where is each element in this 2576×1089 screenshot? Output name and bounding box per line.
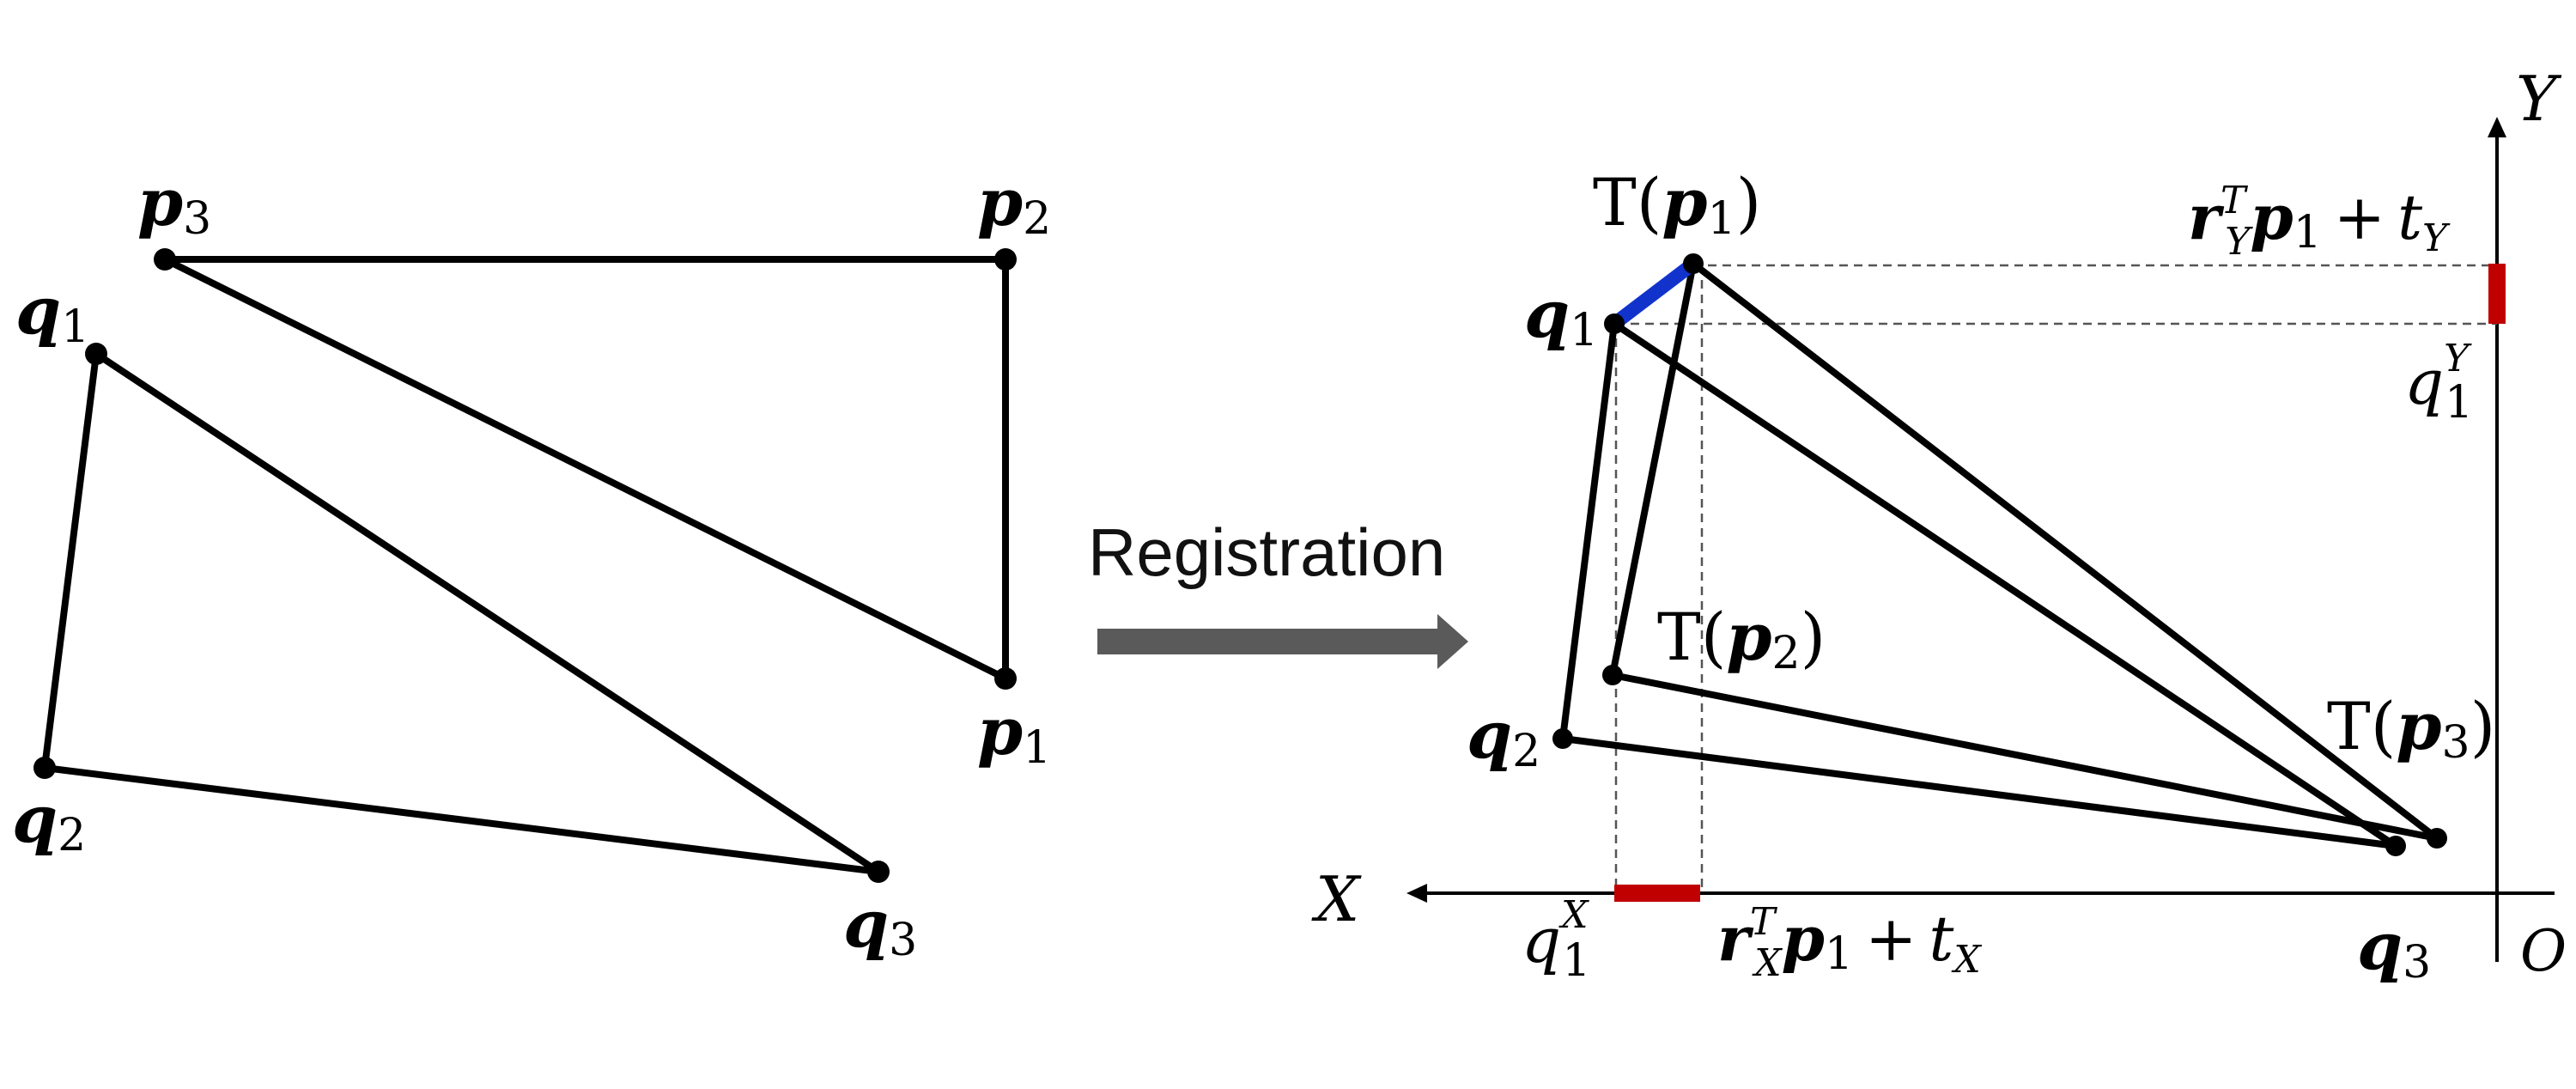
- edge-q3-q1: [93, 350, 882, 875]
- triangle-transformed-p: [1609, 260, 2440, 842]
- edge-q1-q2-right: [1559, 320, 1618, 742]
- label-p1: p1: [977, 693, 1051, 774]
- edge-tp1-tp2: [1609, 260, 1697, 678]
- label-q3-right: q3: [2357, 908, 2431, 989]
- point-p1: [994, 667, 1017, 690]
- label-p2: p2: [977, 164, 1051, 245]
- point-q3-right: [2385, 836, 2406, 856]
- label-p3: p3: [137, 164, 211, 245]
- arrow-head: [1437, 614, 1468, 669]
- label-q3: q3: [843, 885, 917, 966]
- y-axis-label: Y: [2516, 63, 2562, 135]
- point-p3: [154, 248, 176, 271]
- point-tp1: [1683, 253, 1704, 274]
- origin-label: O: [2520, 918, 2567, 984]
- edge-tp3-tp1: [1690, 260, 2440, 842]
- edge-q3-q1-right: [1611, 320, 2399, 849]
- label-q1: q1: [15, 272, 89, 353]
- edge-tp2-tp3: [1609, 672, 2440, 842]
- label-tp2: T(p2): [1657, 599, 1826, 679]
- label-q2: q2: [12, 781, 86, 861]
- point-tp3: [2427, 828, 2447, 849]
- correspondence-segment: [1610, 258, 1698, 330]
- point-q2: [33, 757, 56, 779]
- point-tp2: [1602, 665, 1623, 685]
- triangle-q-right: [1559, 320, 2399, 849]
- point-q1: [85, 343, 107, 365]
- point-q3: [867, 861, 890, 883]
- y-axis-arrowhead: [2488, 117, 2506, 137]
- arrow-shaft: [1097, 629, 1439, 654]
- label-tp3: T(p3): [2327, 688, 2495, 769]
- registration-label: Registration: [1088, 514, 1445, 590]
- point-p2: [994, 248, 1017, 271]
- edge-q2-q3: [41, 764, 882, 875]
- edge-q2-q3-right: [1559, 735, 2399, 849]
- point-q2-right: [1552, 728, 1573, 749]
- triangle-p: [161, 256, 1009, 682]
- label-tp1: T(p1): [1593, 164, 1761, 245]
- label-q1-right: q1: [1524, 276, 1598, 356]
- edge-q1-q2: [41, 350, 100, 771]
- triangle-q: [41, 350, 882, 875]
- x-projection-interval: [1614, 885, 1700, 902]
- projection-lines: [1614, 264, 2497, 893]
- registration-arrow: Registration: [1088, 514, 1468, 669]
- label-q2-right: q2: [1467, 697, 1540, 777]
- edge-p1-p3: [161, 256, 1009, 682]
- x-axis-arrowhead: [1406, 884, 1427, 903]
- point-q1-right: [1604, 313, 1625, 334]
- y-projection-interval: [2488, 264, 2506, 324]
- x-axis-label: X: [1311, 863, 1362, 935]
- left-figure: p3 p2 p1 q1 q2 q3: [12, 164, 1051, 966]
